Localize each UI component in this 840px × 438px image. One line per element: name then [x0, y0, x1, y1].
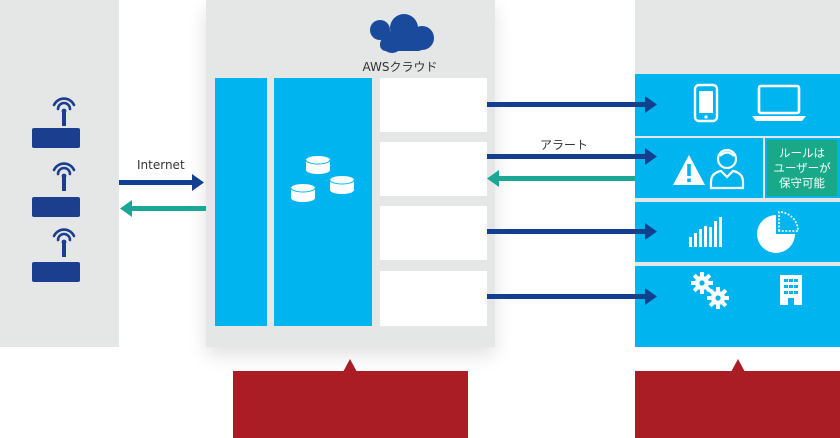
smartphone-icon — [693, 83, 719, 123]
rule-maintainable-box: ルールは ユーザーが 保守可能 — [767, 140, 837, 196]
internet-download-arrow — [120, 200, 206, 217]
internet-label: Internet — [137, 158, 185, 172]
database-icon — [290, 156, 355, 202]
wifi-device-icon — [32, 162, 80, 217]
output-row-analytics — [635, 202, 840, 262]
user-icon — [709, 148, 745, 190]
wifi-device-icon — [32, 228, 80, 282]
rule-feedback-arrow — [487, 170, 635, 187]
output-arrow-systems — [487, 288, 657, 305]
aws-red-box-notch — [343, 359, 357, 372]
output-row-systems — [635, 266, 840, 347]
pie-chart-icon — [757, 211, 799, 253]
output-arrow-devices — [487, 96, 657, 113]
wifi-device-icon — [32, 97, 80, 148]
aws-storage-column — [274, 78, 372, 326]
aws-red-label-box — [233, 371, 468, 438]
output-red-box-notch — [731, 359, 745, 372]
cloud-icon — [370, 14, 434, 53]
aws-service-box-2 — [380, 142, 487, 196]
building-icon — [780, 275, 802, 305]
rule-line-2: ユーザーが — [773, 160, 831, 175]
aws-ingest-column — [215, 78, 267, 326]
bar-chart-icon — [689, 217, 722, 247]
output-arrow-alert — [487, 148, 657, 165]
output-row-devices — [635, 74, 840, 136]
aws-cloud-label: AWSクラウド — [362, 60, 438, 74]
output-arrow-analytics — [487, 223, 657, 240]
aws-service-box-3 — [380, 206, 487, 260]
rule-line-1: ルールは — [779, 145, 825, 160]
alert-label: アラート — [540, 138, 589, 152]
gears-icon — [691, 272, 729, 309]
rule-line-3: 保守可能 — [779, 175, 825, 190]
aws-service-box-4 — [380, 271, 487, 326]
warning-icon — [673, 155, 705, 185]
internet-upload-arrow — [119, 174, 204, 191]
laptop-icon — [752, 84, 806, 121]
output-red-label-box — [635, 371, 840, 438]
aws-service-box-1 — [380, 78, 487, 132]
device-panel — [0, 0, 119, 347]
